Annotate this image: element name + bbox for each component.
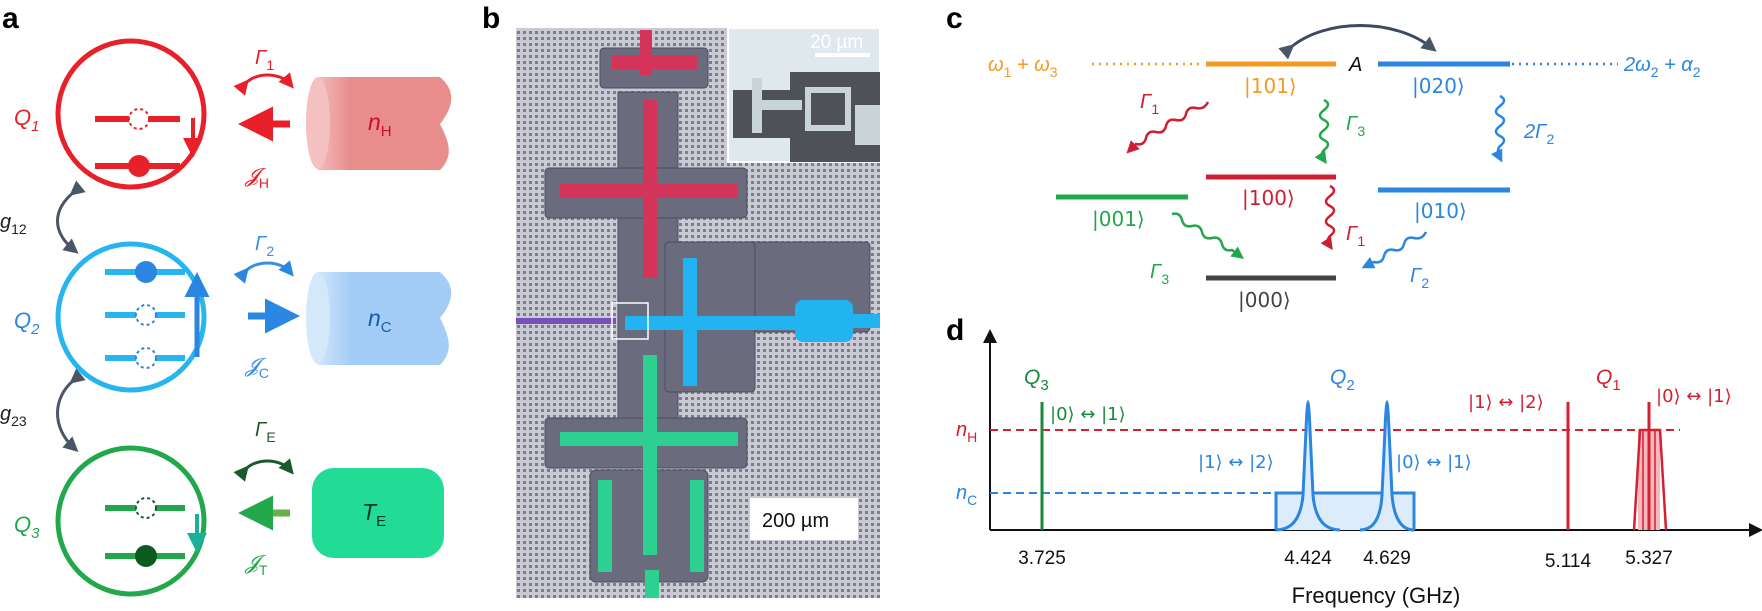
decay-wavy-1 (1126, 101, 1210, 154)
x-axis-label: Frequency (GHz) (1292, 583, 1461, 608)
coupling-arrow-g23 (56, 368, 86, 453)
transition-label-q2-12: |1⟩ ↔ |2⟩ (1198, 452, 1274, 473)
tick-5327: 5.327 (1625, 548, 1673, 569)
label-nh: nH (956, 419, 977, 445)
decay-wavy-6 (1361, 231, 1428, 269)
label-gamma1: Γ1 (255, 47, 274, 73)
q1-filled-state (128, 155, 150, 177)
label-gammaE: ΓE (255, 419, 276, 445)
qubit-q2-diagram (55, 241, 210, 393)
label-left-energy: ω1 + ω3 (988, 54, 1058, 80)
label-current-h: 𝓙H (244, 165, 269, 191)
label-bath-c: nC (368, 305, 392, 336)
qubit-q2-circle (55, 241, 207, 393)
bath-hot: nH (306, 77, 452, 170)
label-decay-6: Γ2 (1410, 265, 1429, 291)
ket-010: |010⟩ (1414, 199, 1467, 223)
label-bath-t: TE (362, 499, 386, 530)
qubit-q1-diagram (55, 38, 207, 190)
q3-filled-state (135, 545, 157, 567)
label-decay-1: Γ1 (1140, 91, 1159, 117)
ket-001: |001⟩ (1092, 207, 1145, 231)
scale-box (750, 498, 858, 540)
label-q1: Q1 (14, 105, 39, 135)
decay-wavy-5 (1171, 212, 1244, 259)
ket-100: |100⟩ (1242, 186, 1295, 210)
tick-5114: 5.114 (1545, 551, 1592, 572)
gammaE-arrow (233, 458, 294, 482)
qubit-q3-diagram (55, 445, 207, 597)
panel-d: d nH nC Q3 Q2 Q1 |0⟩ ↔ |1⟩ |1⟩ ↔ |2⟩ |0⟩… (946, 314, 1762, 608)
inset-micrograph: 20 µm (727, 27, 881, 163)
label-bath-h: nH (368, 109, 392, 140)
q2-empty-state-1 (135, 304, 157, 326)
label-g23: g23 (0, 403, 27, 429)
label-decay-5: Γ3 (1150, 261, 1169, 287)
chip-q1-cross (560, 30, 738, 278)
transition-label-q2-01: |0⟩ ↔ |1⟩ (1396, 452, 1472, 473)
label-current-t: 𝓙T (244, 552, 268, 578)
peak-q2-12 (1275, 399, 1341, 532)
coupling-arrow-g12 (56, 180, 86, 254)
transition-label-q1-01: |0⟩ ↔ |1⟩ (1656, 386, 1732, 407)
peak-label-q2: Q2 (1330, 366, 1355, 394)
ket-101: |101⟩ (1244, 74, 1297, 98)
decay-wavy-3 (1491, 94, 1506, 163)
panel-b: b (482, 2, 881, 598)
band-q2-outline (1274, 491, 1416, 530)
exchange-arrow (1278, 24, 1437, 60)
panel-label-c: c (946, 2, 963, 35)
scale-label-main: 200 µm (762, 510, 829, 532)
peak-label-q3: Q3 (1024, 366, 1049, 394)
q2-empty-state-0 (135, 347, 157, 369)
tick-4424: 4.424 (1284, 548, 1332, 569)
label-gamma2: Γ2 (255, 233, 274, 259)
bath-cold: nC (306, 272, 452, 365)
inset-region-marker (611, 302, 649, 340)
panel-a: a Q1 Q2 (0, 2, 452, 597)
chip-q3-cross (560, 355, 738, 598)
panel-label-b: b (482, 2, 500, 35)
q1-empty-state (128, 108, 150, 130)
bath-environment: TE (312, 468, 444, 558)
transition-label-q1-12: |1⟩ ↔ |2⟩ (1468, 392, 1544, 413)
chip-q2-cross (625, 258, 880, 386)
panel-label-a: a (2, 2, 19, 35)
label-decay-4: Γ1 (1346, 223, 1365, 249)
label-g12: g12 (0, 211, 27, 237)
decay-wavy-4 (1320, 184, 1336, 251)
label-nc: nC (956, 482, 977, 508)
label-decay-3: 2Γ2 (1523, 121, 1555, 147)
q2-filled-state (135, 261, 157, 283)
tick-4629: 4.629 (1363, 548, 1411, 569)
q3-empty-state (135, 497, 157, 519)
peak-label-q1: Q1 (1596, 366, 1621, 394)
transition-label-q3-01: |0⟩ ↔ |1⟩ (1050, 404, 1126, 425)
tick-3725: 3.725 (1018, 548, 1066, 569)
label-a: A (1348, 54, 1362, 76)
ket-020: |020⟩ (1412, 74, 1465, 98)
label-q2: Q2 (14, 308, 40, 338)
panel-label-d: d (946, 314, 964, 347)
qubit-q3-circle (55, 445, 207, 597)
panel-c: c |101⟩ |020⟩ |001⟩ |100⟩ |010⟩ |000⟩ ω1… (946, 2, 1701, 312)
label-right-energy: 2ω2 + α2 (1623, 54, 1701, 80)
label-q3: Q3 (14, 512, 40, 542)
ket-000: |000⟩ (1238, 288, 1291, 312)
label-decay-2: Γ3 (1346, 113, 1365, 139)
gamma2-arrow (233, 260, 294, 284)
qubit-q1-circle (55, 38, 207, 190)
inset-scale-label: 20 µm (810, 32, 863, 53)
gamma1-arrow (233, 72, 294, 96)
decay-wavy-2 (1314, 98, 1330, 165)
label-current-c: 𝓙C (244, 355, 269, 381)
peak-q2-01 (1359, 399, 1415, 532)
